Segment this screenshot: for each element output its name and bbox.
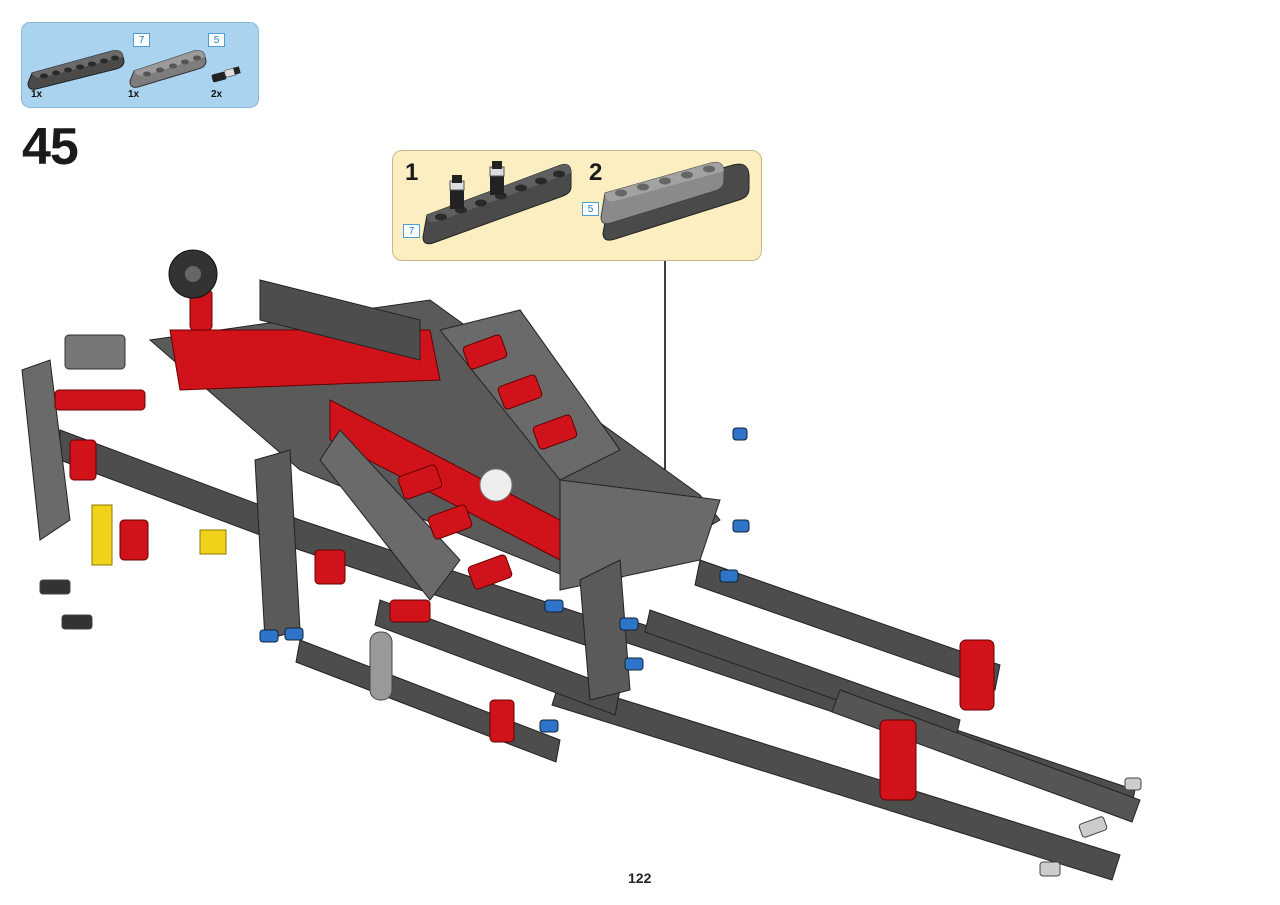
substep-number: 1 <box>405 159 419 186</box>
sub-assembly-callout: 1 2 7 5 <box>392 150 762 261</box>
part-quantity: 1x <box>128 89 140 100</box>
main-frame <box>21 279 721 701</box>
callout-illustration <box>422 161 750 245</box>
beam-length-badge: 7 <box>403 224 420 238</box>
parts-list-box: 7 5 1x 1x 2x <box>21 22 259 108</box>
placement-arrow-icon <box>659 261 671 490</box>
beam-7-part-icon <box>27 50 125 90</box>
red-connectors <box>54 289 995 801</box>
beam-5-part-icon <box>129 50 207 88</box>
beam-length-badge: 7 <box>133 33 150 47</box>
pin-icon <box>489 161 505 195</box>
part-quantity: 1x <box>31 89 43 100</box>
friction-pin-part-icon <box>211 66 241 83</box>
beam-length-badge: 5 <box>208 33 225 47</box>
page-number: 122 <box>628 870 652 886</box>
gear-icon <box>168 249 218 299</box>
parts-list-illustration <box>27 50 241 90</box>
substep-1-beam-icon <box>422 161 572 245</box>
pin-icon <box>449 175 465 209</box>
axle-ends <box>39 579 1142 877</box>
blue-pins <box>259 427 750 733</box>
step-number: 45 <box>22 118 79 176</box>
substep-2-beam-icon <box>600 161 750 241</box>
white-gear-icon <box>479 468 513 502</box>
lower-rail-beams <box>295 559 1141 881</box>
substep-number: 2 <box>589 159 603 186</box>
part-quantity: 2x <box>211 89 223 100</box>
beam-length-badge: 5 <box>582 202 599 216</box>
yellow-connector <box>91 504 227 566</box>
gray-bracket <box>64 334 393 701</box>
